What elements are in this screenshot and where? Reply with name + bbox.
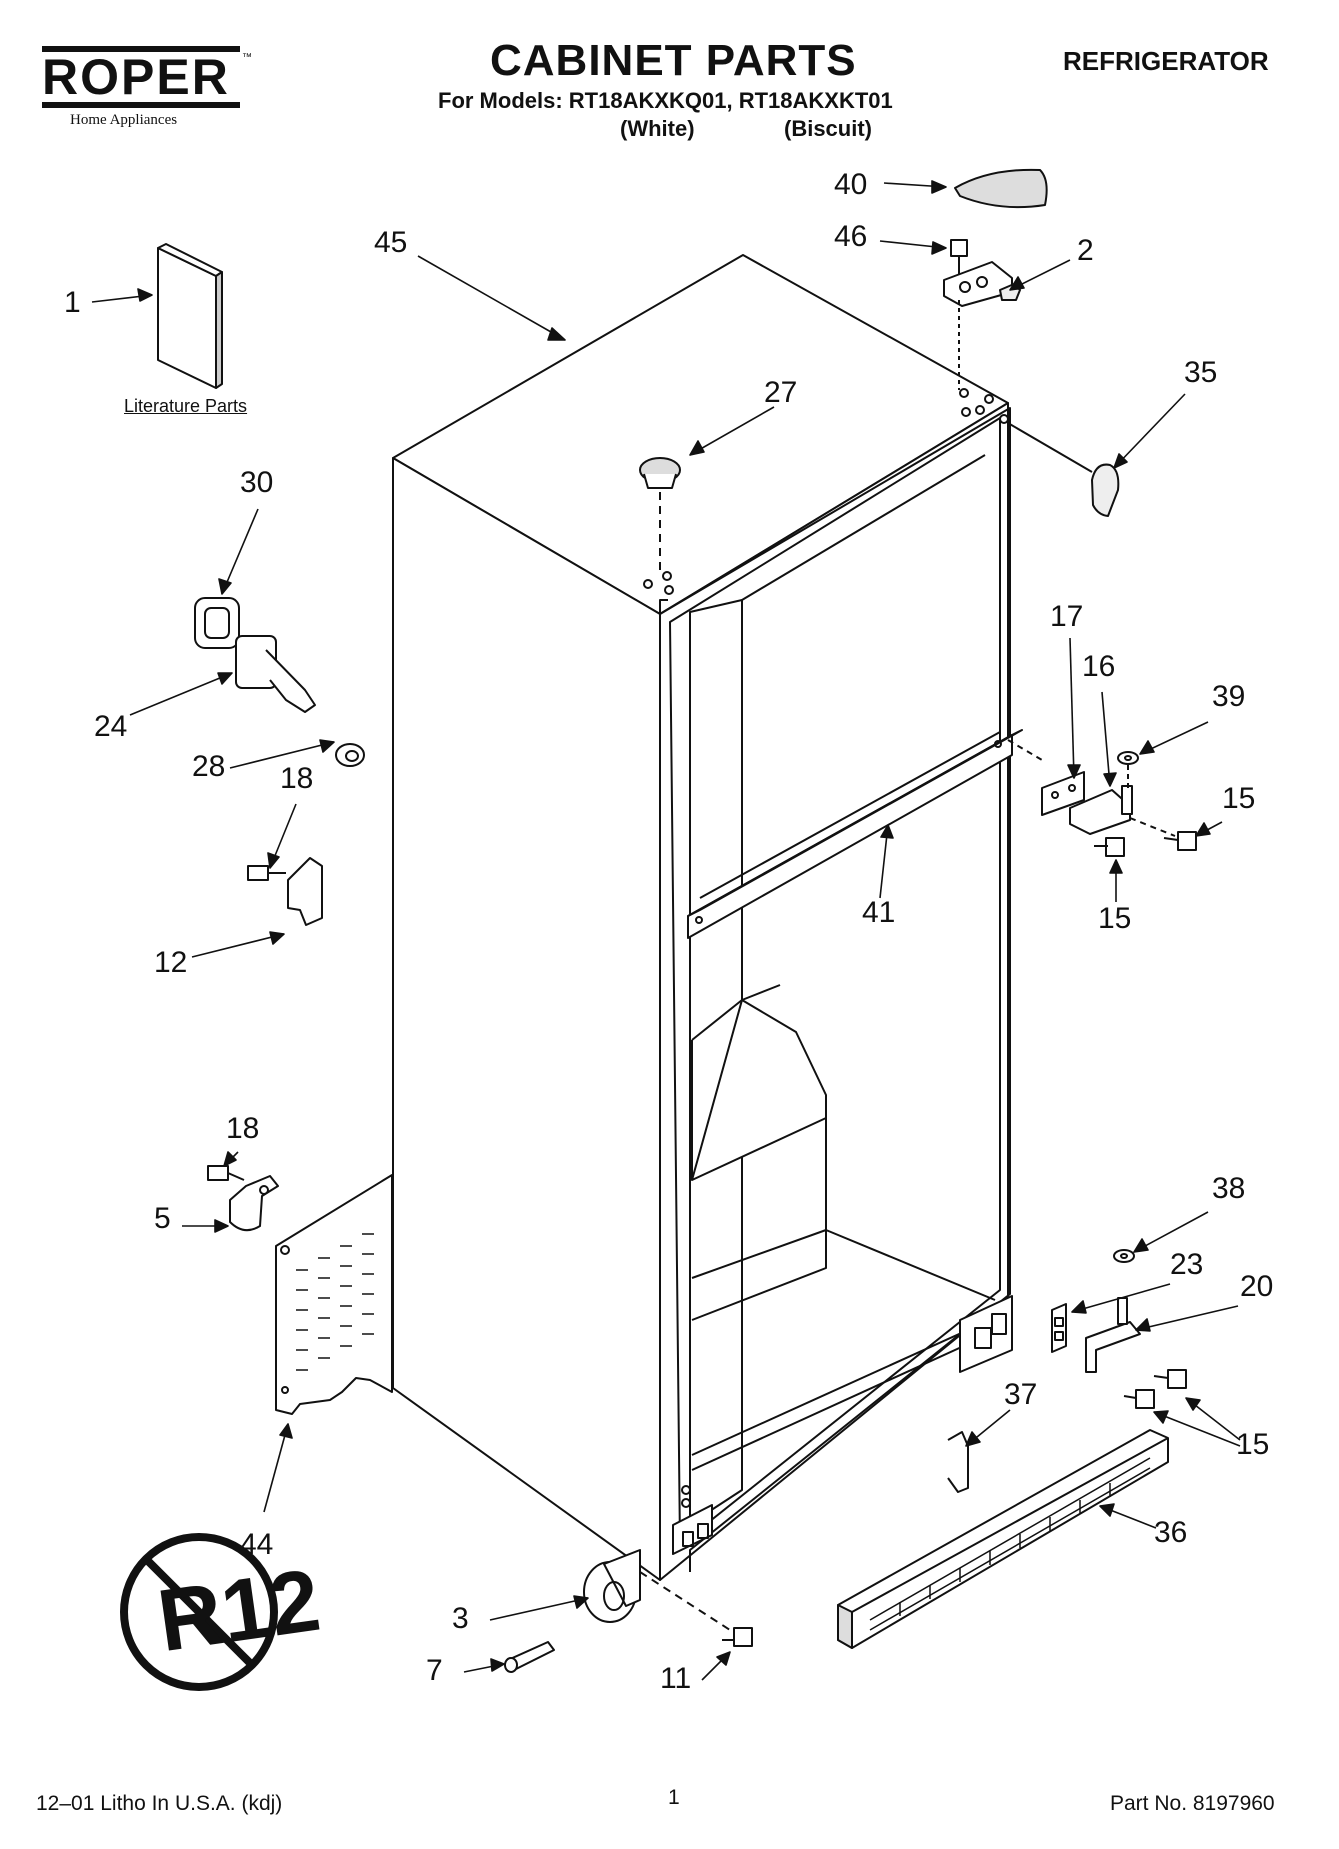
top-hinge: [943, 261, 1021, 390]
callout-35: 35: [1184, 356, 1218, 389]
callout-38: 38: [1212, 1172, 1246, 1205]
color-white: (White): [620, 116, 695, 141]
callout-40: 40: [834, 168, 868, 201]
callout-46: 46: [834, 220, 868, 253]
callout-11: 11: [660, 1662, 692, 1695]
callout-39: 39: [1212, 680, 1246, 713]
callout-36: 36: [1154, 1516, 1188, 1549]
models-line: For Models: RT18AKXKQ01, RT18AKXKT01: [438, 88, 893, 113]
roller-pin: [504, 1641, 555, 1673]
color-biscuit: (Biscuit): [784, 116, 872, 141]
page-title: CABINET PARTS: [490, 36, 857, 85]
roller-assembly: [583, 1549, 731, 1631]
hinge-screw-a: [1094, 837, 1125, 857]
center-hinge-spacer: [1041, 771, 1085, 816]
callout-1: 1: [64, 286, 81, 319]
trademark-mark: ™: [242, 52, 252, 63]
callout-2: 2: [1077, 234, 1094, 267]
brand-name: ROPER: [42, 49, 230, 105]
callout-7: 7: [426, 1654, 443, 1687]
callout-16: 16: [1082, 650, 1116, 683]
hinge-screw-b: [1163, 831, 1197, 851]
literature-parts-label: Literature Parts: [124, 396, 248, 416]
brand-subtitle: Home Appliances: [70, 112, 178, 128]
top-plug: [639, 457, 681, 570]
callout-18: 18: [280, 762, 314, 795]
callout-15: 15: [1236, 1428, 1270, 1461]
no-r12-badge: [120, 1533, 278, 1691]
callout-24: 24: [94, 710, 128, 743]
callout-12: 12: [154, 946, 188, 979]
callout-45: 45: [374, 226, 408, 259]
callout-37: 37: [1004, 1378, 1038, 1411]
clamp-screw-lower: [207, 1165, 245, 1181]
hinge-cap: [1007, 422, 1120, 517]
clip-upper: [287, 857, 323, 926]
callout-41: 41: [862, 896, 896, 929]
leader-lines: [91, 180, 1241, 1681]
center-hinge-washer: [1117, 751, 1139, 765]
page-number: 1: [668, 1786, 680, 1809]
callout-30: 30: [240, 466, 274, 499]
footer-print-info: 12–01 Litho In U.S.A. (kdj): [36, 1792, 283, 1815]
callout-20: 20: [1240, 1270, 1274, 1303]
callout-17: 17: [1050, 600, 1084, 633]
literature-booklet: [157, 243, 223, 389]
callout-15: 15: [1098, 902, 1132, 935]
clip-screw-upper: [247, 865, 286, 881]
toe-grille: [837, 1429, 1169, 1649]
callout-44: 44: [240, 1528, 274, 1561]
center-hinge: [1069, 785, 1133, 835]
divider-rail: [687, 729, 1023, 939]
no-r12-text: R12: [152, 1550, 326, 1671]
callout-27: 27: [764, 376, 798, 409]
lower-hinge-shim: [1051, 1303, 1067, 1353]
callout-3: 3: [452, 1602, 469, 1635]
roller-screw: [722, 1627, 753, 1647]
brand-logo: ROPER ™ Home Appliances: [42, 46, 252, 129]
top-hinge-cover: [954, 168, 1048, 209]
grille-clip: [947, 1431, 969, 1493]
back-access-panel: [275, 1174, 393, 1415]
cabinet-body: [392, 254, 1013, 1581]
part-number: Part No. 8197960: [1110, 1792, 1275, 1815]
door-handle-grommet: [194, 597, 240, 649]
stop-washer: [335, 743, 365, 767]
lower-hinge: [1085, 1297, 1141, 1373]
callout-28: 28: [192, 750, 226, 783]
callout-15: 15: [1222, 782, 1256, 815]
tubing-clamp: [229, 1175, 279, 1232]
lower-hinge-screw-a: [1153, 1369, 1187, 1389]
lower-hinge-washer: [1113, 1249, 1135, 1263]
callout-5: 5: [154, 1202, 171, 1235]
callout-23: 23: [1170, 1248, 1204, 1281]
callout-18: 18: [226, 1112, 260, 1145]
door-stop-pin: [235, 635, 316, 713]
lower-hinge-screw-b: [1123, 1389, 1155, 1409]
appliance-category: REFRIGERATOR: [1063, 46, 1269, 76]
